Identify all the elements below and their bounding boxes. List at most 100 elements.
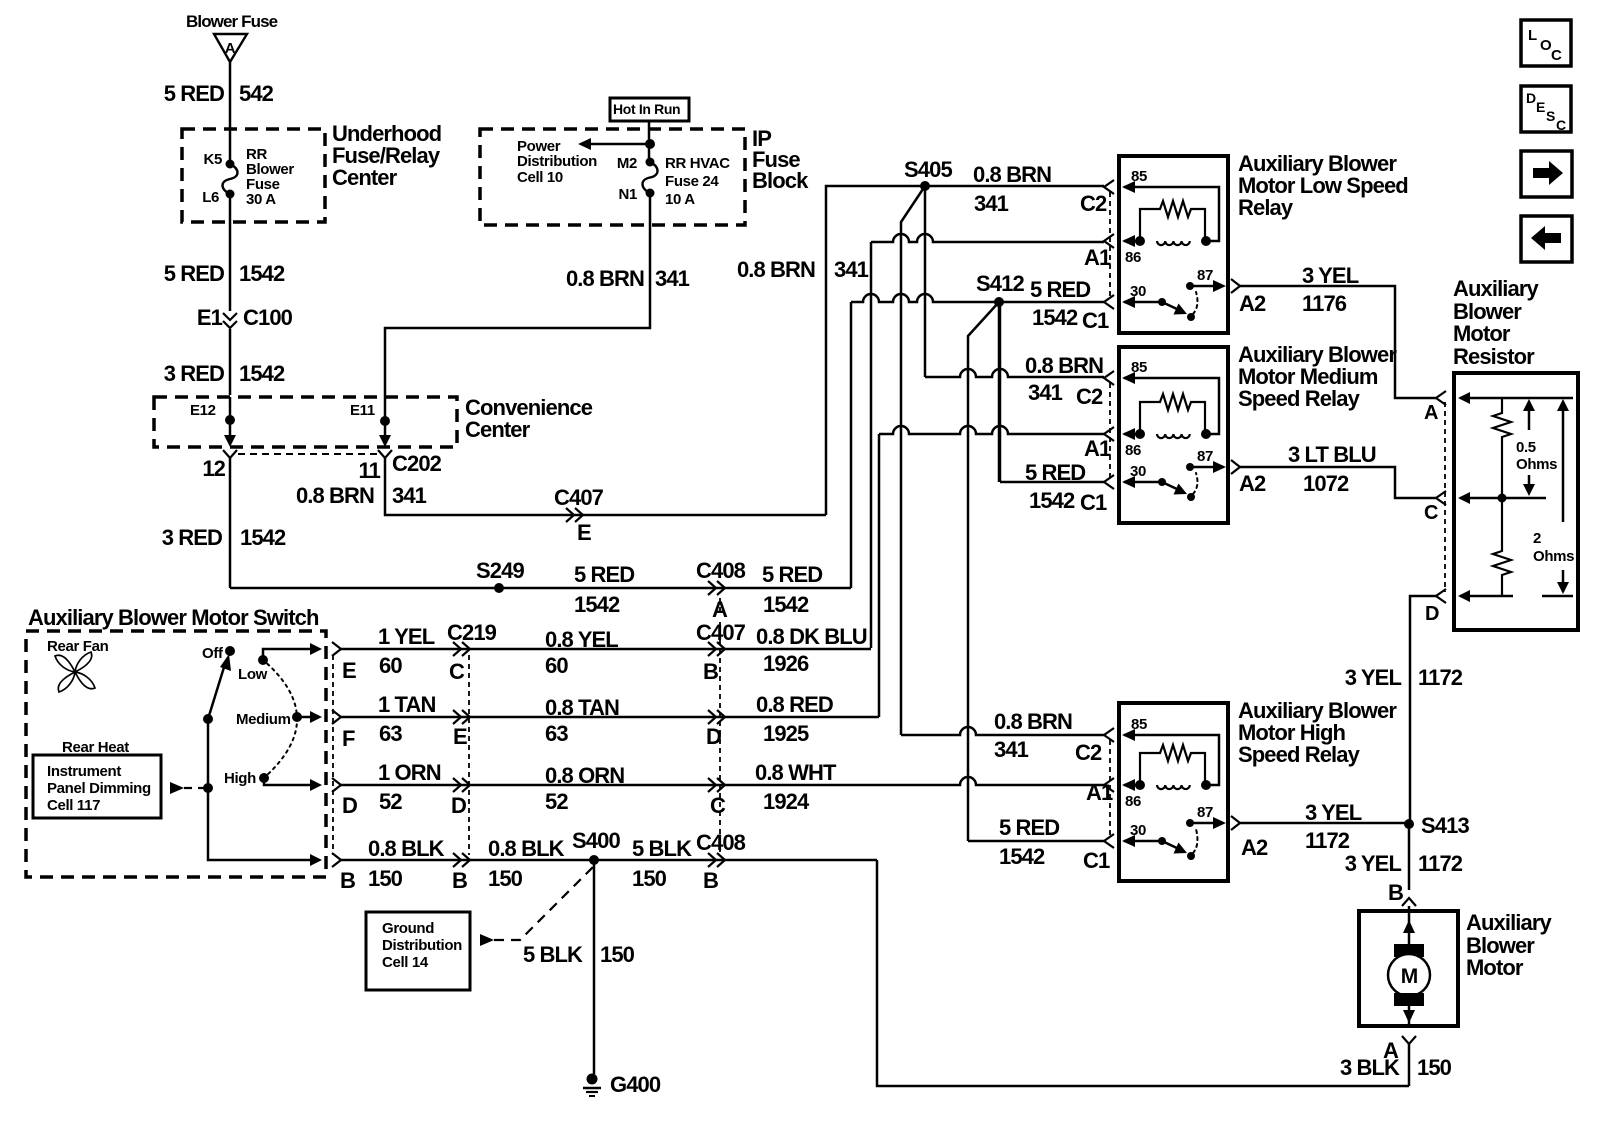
svg-text:Blower: Blower [1466, 933, 1535, 958]
svg-text:Ohms: Ohms [1533, 548, 1574, 565]
svg-text:IP: IP [752, 126, 771, 151]
svg-text:Motor Low Speed: Motor Low Speed [1238, 173, 1408, 198]
svg-text:S405: S405 [904, 157, 952, 182]
svg-text:Fuse/Relay: Fuse/Relay [332, 143, 441, 168]
svg-text:C1: C1 [1083, 848, 1110, 873]
svg-text:Fuse: Fuse [752, 147, 800, 172]
svg-text:B: B [703, 868, 718, 893]
svg-text:0.8 BLK: 0.8 BLK [488, 836, 565, 861]
svg-text:D: D [342, 793, 357, 818]
svg-text:1542: 1542 [1029, 488, 1075, 513]
svg-text:3 YEL: 3 YEL [1345, 665, 1402, 690]
svg-text:0.5: 0.5 [1516, 439, 1536, 456]
svg-text:Ground: Ground [382, 920, 434, 937]
svg-text:C2: C2 [1080, 191, 1107, 216]
svg-text:5 RED: 5 RED [1030, 277, 1090, 302]
svg-text:Rear Fan: Rear Fan [47, 638, 109, 655]
svg-text:Distribution: Distribution [517, 153, 597, 170]
svg-text:Motor Medium: Motor Medium [1238, 364, 1378, 389]
svg-text:Blower Fuse: Blower Fuse [186, 12, 278, 31]
svg-text:F: F [342, 726, 355, 751]
svg-text:5 RED: 5 RED [164, 261, 224, 286]
svg-text:1 YEL: 1 YEL [378, 624, 435, 649]
svg-text:87: 87 [1197, 448, 1213, 465]
svg-text:341: 341 [655, 266, 690, 291]
svg-text:C2: C2 [1075, 740, 1102, 765]
svg-text:Hot In Run: Hot In Run [613, 101, 680, 117]
svg-text:0.8 ORN: 0.8 ORN [545, 763, 624, 788]
svg-text:E: E [577, 520, 591, 545]
svg-text:RR: RR [246, 146, 267, 163]
svg-text:0.8 BRN: 0.8 BRN [566, 266, 644, 291]
svg-text:1542: 1542 [239, 361, 285, 386]
svg-text:5 BLK: 5 BLK [523, 942, 583, 967]
svg-text:Low: Low [238, 666, 268, 683]
svg-text:High: High [224, 770, 256, 787]
svg-text:D: D [451, 793, 466, 818]
svg-text:1924: 1924 [763, 789, 810, 814]
svg-text:A1: A1 [1084, 436, 1111, 461]
svg-text:1542: 1542 [1032, 305, 1078, 330]
svg-text:S400: S400 [572, 828, 620, 853]
svg-text:M2: M2 [617, 155, 637, 172]
svg-text:341: 341 [974, 191, 1009, 216]
svg-text:60: 60 [545, 653, 568, 678]
svg-text:A2: A2 [1239, 291, 1266, 316]
svg-text:1 TAN: 1 TAN [378, 692, 435, 717]
svg-text:Speed Relay: Speed Relay [1238, 742, 1361, 767]
svg-text:3 YEL: 3 YEL [1345, 851, 1402, 876]
svg-text:A: A [1383, 1038, 1399, 1063]
svg-text:3 YEL: 3 YEL [1305, 800, 1362, 825]
svg-text:30: 30 [1130, 463, 1146, 480]
svg-text:3 YEL: 3 YEL [1302, 263, 1359, 288]
svg-text:12: 12 [202, 456, 225, 481]
svg-text:341: 341 [834, 257, 869, 282]
svg-text:Motor High: Motor High [1238, 720, 1346, 745]
svg-text:150: 150 [488, 866, 523, 891]
svg-text:1172: 1172 [1305, 828, 1350, 853]
svg-text:C: C [710, 793, 726, 818]
svg-text:Power: Power [517, 138, 561, 155]
svg-text:S249: S249 [476, 558, 524, 583]
svg-text:0.8 DK BLU: 0.8 DK BLU [756, 624, 867, 649]
svg-text:5 RED: 5 RED [574, 562, 634, 587]
svg-text:87: 87 [1197, 804, 1213, 821]
svg-text:52: 52 [379, 789, 402, 814]
svg-text:85: 85 [1131, 168, 1147, 185]
svg-text:1542: 1542 [574, 592, 620, 617]
svg-text:150: 150 [632, 866, 667, 891]
svg-text:85: 85 [1131, 716, 1147, 733]
svg-text:1172: 1172 [1418, 851, 1463, 876]
svg-text:O: O [1540, 37, 1552, 54]
svg-text:1 ORN: 1 ORN [378, 760, 441, 785]
svg-text:1542: 1542 [999, 844, 1045, 869]
svg-text:341: 341 [392, 483, 427, 508]
svg-text:S412: S412 [976, 271, 1024, 296]
svg-text:5 BLK: 5 BLK [632, 836, 692, 861]
svg-text:5 RED: 5 RED [999, 815, 1059, 840]
svg-text:Fuse 24: Fuse 24 [665, 173, 719, 190]
svg-text:0.8 TAN: 0.8 TAN [545, 695, 619, 720]
svg-text:1925: 1925 [763, 721, 809, 746]
svg-text:1542: 1542 [240, 525, 286, 550]
svg-text:C408: C408 [696, 558, 746, 583]
svg-text:Auxiliary: Auxiliary [1466, 910, 1552, 935]
svg-text:E: E [1536, 99, 1545, 115]
svg-text:A: A [1424, 402, 1438, 424]
svg-text:63: 63 [545, 721, 568, 746]
svg-text:C407: C407 [554, 485, 604, 510]
svg-text:0.8 RED: 0.8 RED [756, 692, 833, 717]
svg-text:1926: 1926 [763, 651, 809, 676]
svg-text:Cell 10: Cell 10 [517, 169, 563, 186]
svg-text:Cell 14: Cell 14 [382, 954, 429, 971]
svg-text:3 LT BLU: 3 LT BLU [1288, 442, 1376, 467]
svg-text:0.8 BRN: 0.8 BRN [973, 162, 1051, 187]
svg-text:0.8 BRN: 0.8 BRN [737, 257, 815, 282]
svg-text:Block: Block [752, 168, 809, 193]
svg-text:0.8 BRN: 0.8 BRN [994, 709, 1072, 734]
svg-text:C100: C100 [243, 305, 293, 330]
svg-text:Auxiliary Blower Motor Switch: Auxiliary Blower Motor Switch [28, 605, 319, 630]
svg-text:Auxiliary: Auxiliary [1453, 276, 1539, 301]
svg-text:Relay: Relay [1238, 195, 1294, 220]
svg-text:Speed Relay: Speed Relay [1238, 386, 1361, 411]
